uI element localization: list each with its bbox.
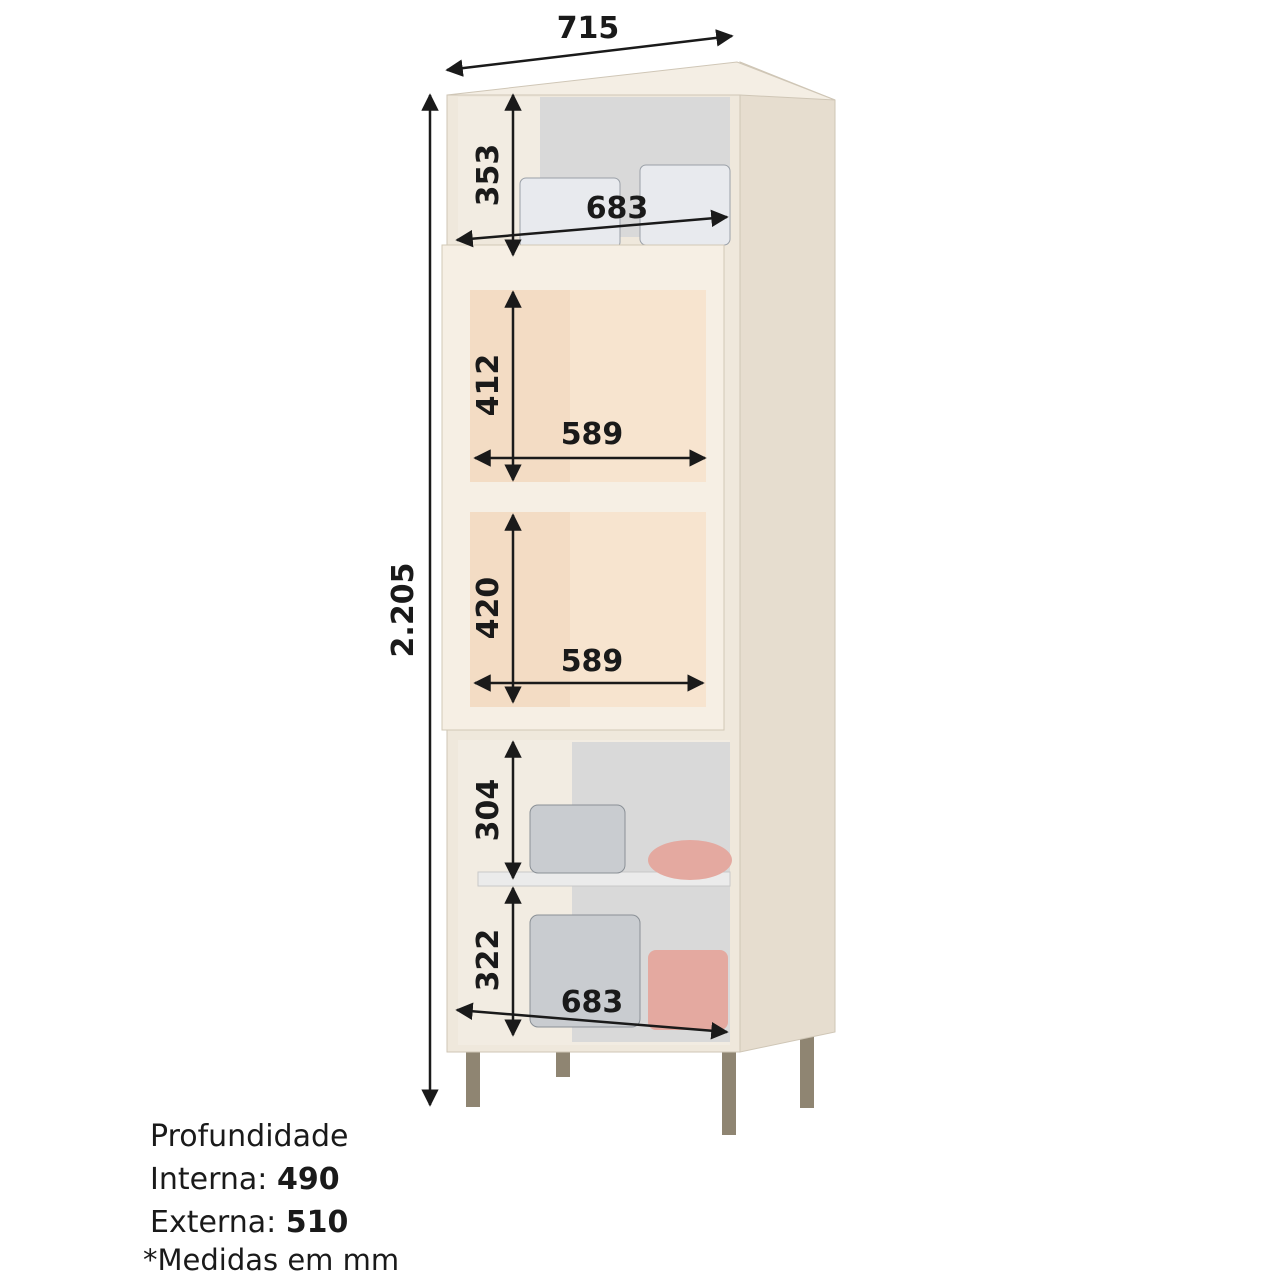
- depth-internal: Interna: 490: [150, 1158, 349, 1201]
- pots: [529, 804, 732, 1030]
- depth-external-label: Externa:: [150, 1205, 277, 1240]
- cabinet-top: [446, 61, 836, 101]
- dim-lower-glass-height: 420: [471, 577, 506, 640]
- dim-width-total: 715: [557, 11, 620, 46]
- depth-internal-value: 490: [276, 1162, 340, 1197]
- depth-internal-label: Interna:: [150, 1162, 268, 1197]
- dimension-lines: [421, 29, 734, 1107]
- dim-lower-glass-width: 589: [561, 644, 624, 679]
- depth-external: Externa: 510: [150, 1201, 349, 1244]
- cabinet-side: [739, 61, 836, 1053]
- units-footnote: *Medidas em mm: [143, 1243, 400, 1277]
- dim-bottom-upper-height: 304: [471, 779, 506, 842]
- depth-title: Profundidade: [150, 1119, 349, 1154]
- dim-upper-glass-width: 589: [561, 417, 624, 452]
- dim-height-total: 2.205: [386, 563, 421, 658]
- dim-bottom-width: 683: [561, 985, 624, 1020]
- dim-bottom-lower-height: 322: [471, 929, 506, 992]
- legs: [466, 1030, 814, 1135]
- dim-top-niche-width: 683: [586, 191, 649, 226]
- depth-notes: Profundidade Interna: 490 Externa: 510: [150, 1115, 349, 1244]
- dim-upper-glass-height: 412: [471, 354, 506, 417]
- dim-top-niche-height: 353: [471, 144, 506, 207]
- depth-external-value: 510: [285, 1205, 349, 1240]
